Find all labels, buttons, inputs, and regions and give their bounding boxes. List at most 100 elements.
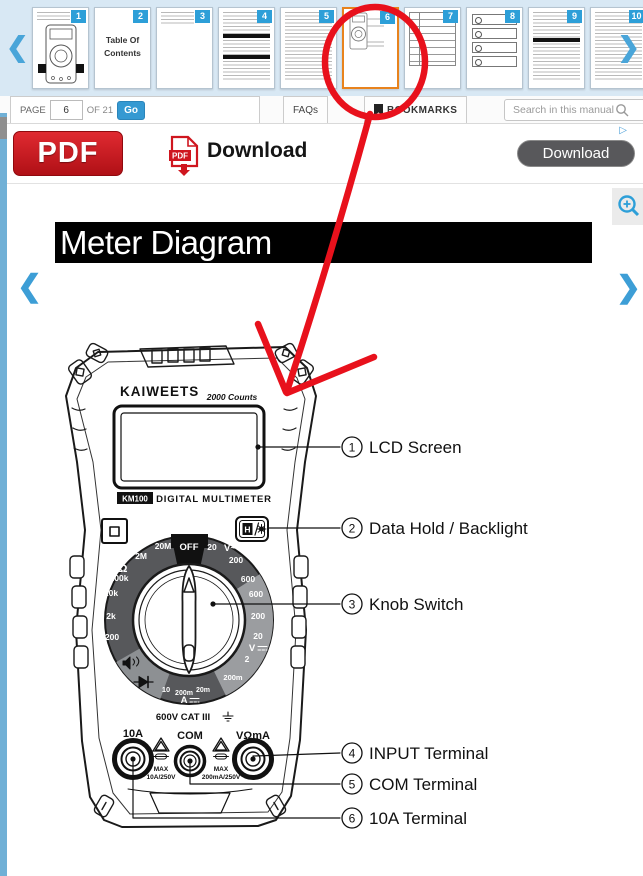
svg-text:PDF: PDF [172,152,188,161]
page-thumbnail-7[interactable]: 7 [404,7,461,89]
range-button [101,518,128,544]
callout-lines [132,444,341,819]
jack-label-com: COM [177,730,203,742]
off-label: OFF [180,542,199,553]
page-title: Meter Diagram [60,223,272,261]
go-button[interactable]: Go [117,100,145,120]
top-vents [139,345,235,368]
callout-com-terminal: 5 COM Terminal [341,773,477,795]
search-input[interactable] [504,99,643,121]
dial-label: 200 [105,632,119,642]
dial-label: 200 [229,555,243,565]
dial-label: 2 [245,654,250,664]
left-scrollbar-track[interactable] [0,113,7,876]
page-number-badge: 1 [71,10,86,23]
svg-text:INPUT Terminal: INPUT Terminal [369,744,488,763]
page-next-icon[interactable]: ❯ [615,271,641,304]
page-number-badge: 8 [505,10,520,23]
counts-text: 2000 Counts [206,392,258,402]
svg-text:6: 6 [349,812,356,826]
dial-label: 10 [162,685,170,694]
thumb-text-sketch [595,12,642,82]
callout-lcd-screen: 1 LCD Screen [341,436,462,458]
faqs-label: FAQs [293,104,319,116]
svg-text:4: 4 [349,747,356,761]
model-badge [117,492,153,504]
page-thumbnail-8[interactable]: 8 [466,7,523,89]
callout-10a-terminal: 6 10A Terminal [341,807,467,829]
download-button[interactable]: Download [517,140,635,167]
dial-label: 600 [241,574,255,584]
page-thumbnail-6-selected[interactable]: 6 [342,7,399,89]
pdf-download-icon[interactable]: PDF [167,135,201,177]
thumb-heading-bar [223,34,270,38]
page-number-badge: 4 [257,10,272,23]
thumb-text-sketch [161,12,194,26]
zoom-in-button[interactable] [612,188,643,225]
page-thumbnail-1[interactable]: 1 [32,7,89,89]
page-thumbnail-3[interactable]: 3 [156,7,213,89]
max-right-2: 200mA/250V [202,774,241,781]
svg-text:H: H [244,525,250,535]
ad-choices-icon[interactable]: ▷ [619,125,627,136]
dial-label: 2k [106,611,116,621]
continuity-icon [122,656,140,670]
thumb-text-sketch [533,12,580,82]
manual-page: Meter Diagram ❮ ❯ [7,184,643,876]
svg-text:Data Hold / Backlight: Data Hold / Backlight [369,519,528,538]
page-prev-icon[interactable]: ❮ [17,270,43,303]
max-left-1: MAX [154,766,169,773]
dial-label: 200 [251,611,265,621]
search-box [504,99,643,121]
thumb-heading-bar [533,38,580,42]
bookmarks-label: BOOKMARKS [387,104,458,116]
section-title-bar: Meter Diagram [55,222,592,263]
callout-labels: 1 LCD Screen 2 Data Hold / Backlight 3 K… [341,436,528,829]
multimeter-diagram: KAIWEETS 2000 Counts KM100 DIGITAL MULTI… [65,342,528,829]
dial-label: 2M [135,551,147,561]
download-bar: PDF PDF Download ▷ Download [7,124,643,184]
magnifier-plus-icon [618,195,640,217]
thumb-box-row [472,42,517,53]
jack-label-vohm: VΩmA [236,730,270,742]
page-number-badge: 5 [319,10,334,23]
thumbnails-next-icon[interactable]: ❯ [617,32,640,62]
page-number-badge: 7 [443,10,458,23]
page-thumbnail-9[interactable]: 9 [528,7,585,89]
model-text: KM100 [122,495,148,504]
diode-icon [133,675,154,689]
dial-label: Ω [119,563,128,575]
page-thumbnail-4[interactable]: 4 [218,7,275,89]
bottom-arc [127,788,253,795]
page-thumbnail-10[interactable]: 10 [590,7,643,89]
page-number-badge: 9 [567,10,582,23]
hold-backlight-button: H [235,516,269,542]
meter-body-inner-line [76,357,306,815]
page-thumbnail-5[interactable]: 5 [280,7,337,89]
pdf-button[interactable]: PDF [13,131,123,176]
thumb-text-sketch [223,12,270,82]
dial-label: 600 [249,589,263,599]
page-thumbnail-2[interactable]: 2 Table Of Contents [94,7,151,89]
thumbnails-prev-icon[interactable]: ❮ [6,32,29,62]
tab-faqs[interactable]: FAQs [283,96,329,123]
knob-dial: OFF [104,534,274,706]
side-hatches [71,407,298,451]
bottom-panel [149,792,231,814]
left-scrollbar-thumb[interactable] [0,117,7,139]
search-icon[interactable] [615,103,629,117]
page-navigation-tab: PAGE OF 21 Go [10,96,260,123]
dial-label: A [181,695,188,706]
svg-text:2: 2 [349,522,356,536]
thumbnail-bar: ❮ 1 2 Table Of Conten [0,0,643,96]
svg-text:10A Terminal: 10A Terminal [369,809,467,828]
thumb-box-row [472,56,517,67]
svg-text:COM Terminal: COM Terminal [369,775,477,794]
dial-label: 200m [223,673,243,682]
dial-label: 200k [110,573,129,583]
callout-input-terminal: 4 INPUT Terminal [341,742,488,764]
page-number-input[interactable] [49,100,83,120]
svg-text:Knob Switch: Knob Switch [369,595,464,614]
dial-label: 20M [155,541,172,551]
tab-bookmarks[interactable]: BOOKMARKS [364,96,468,123]
